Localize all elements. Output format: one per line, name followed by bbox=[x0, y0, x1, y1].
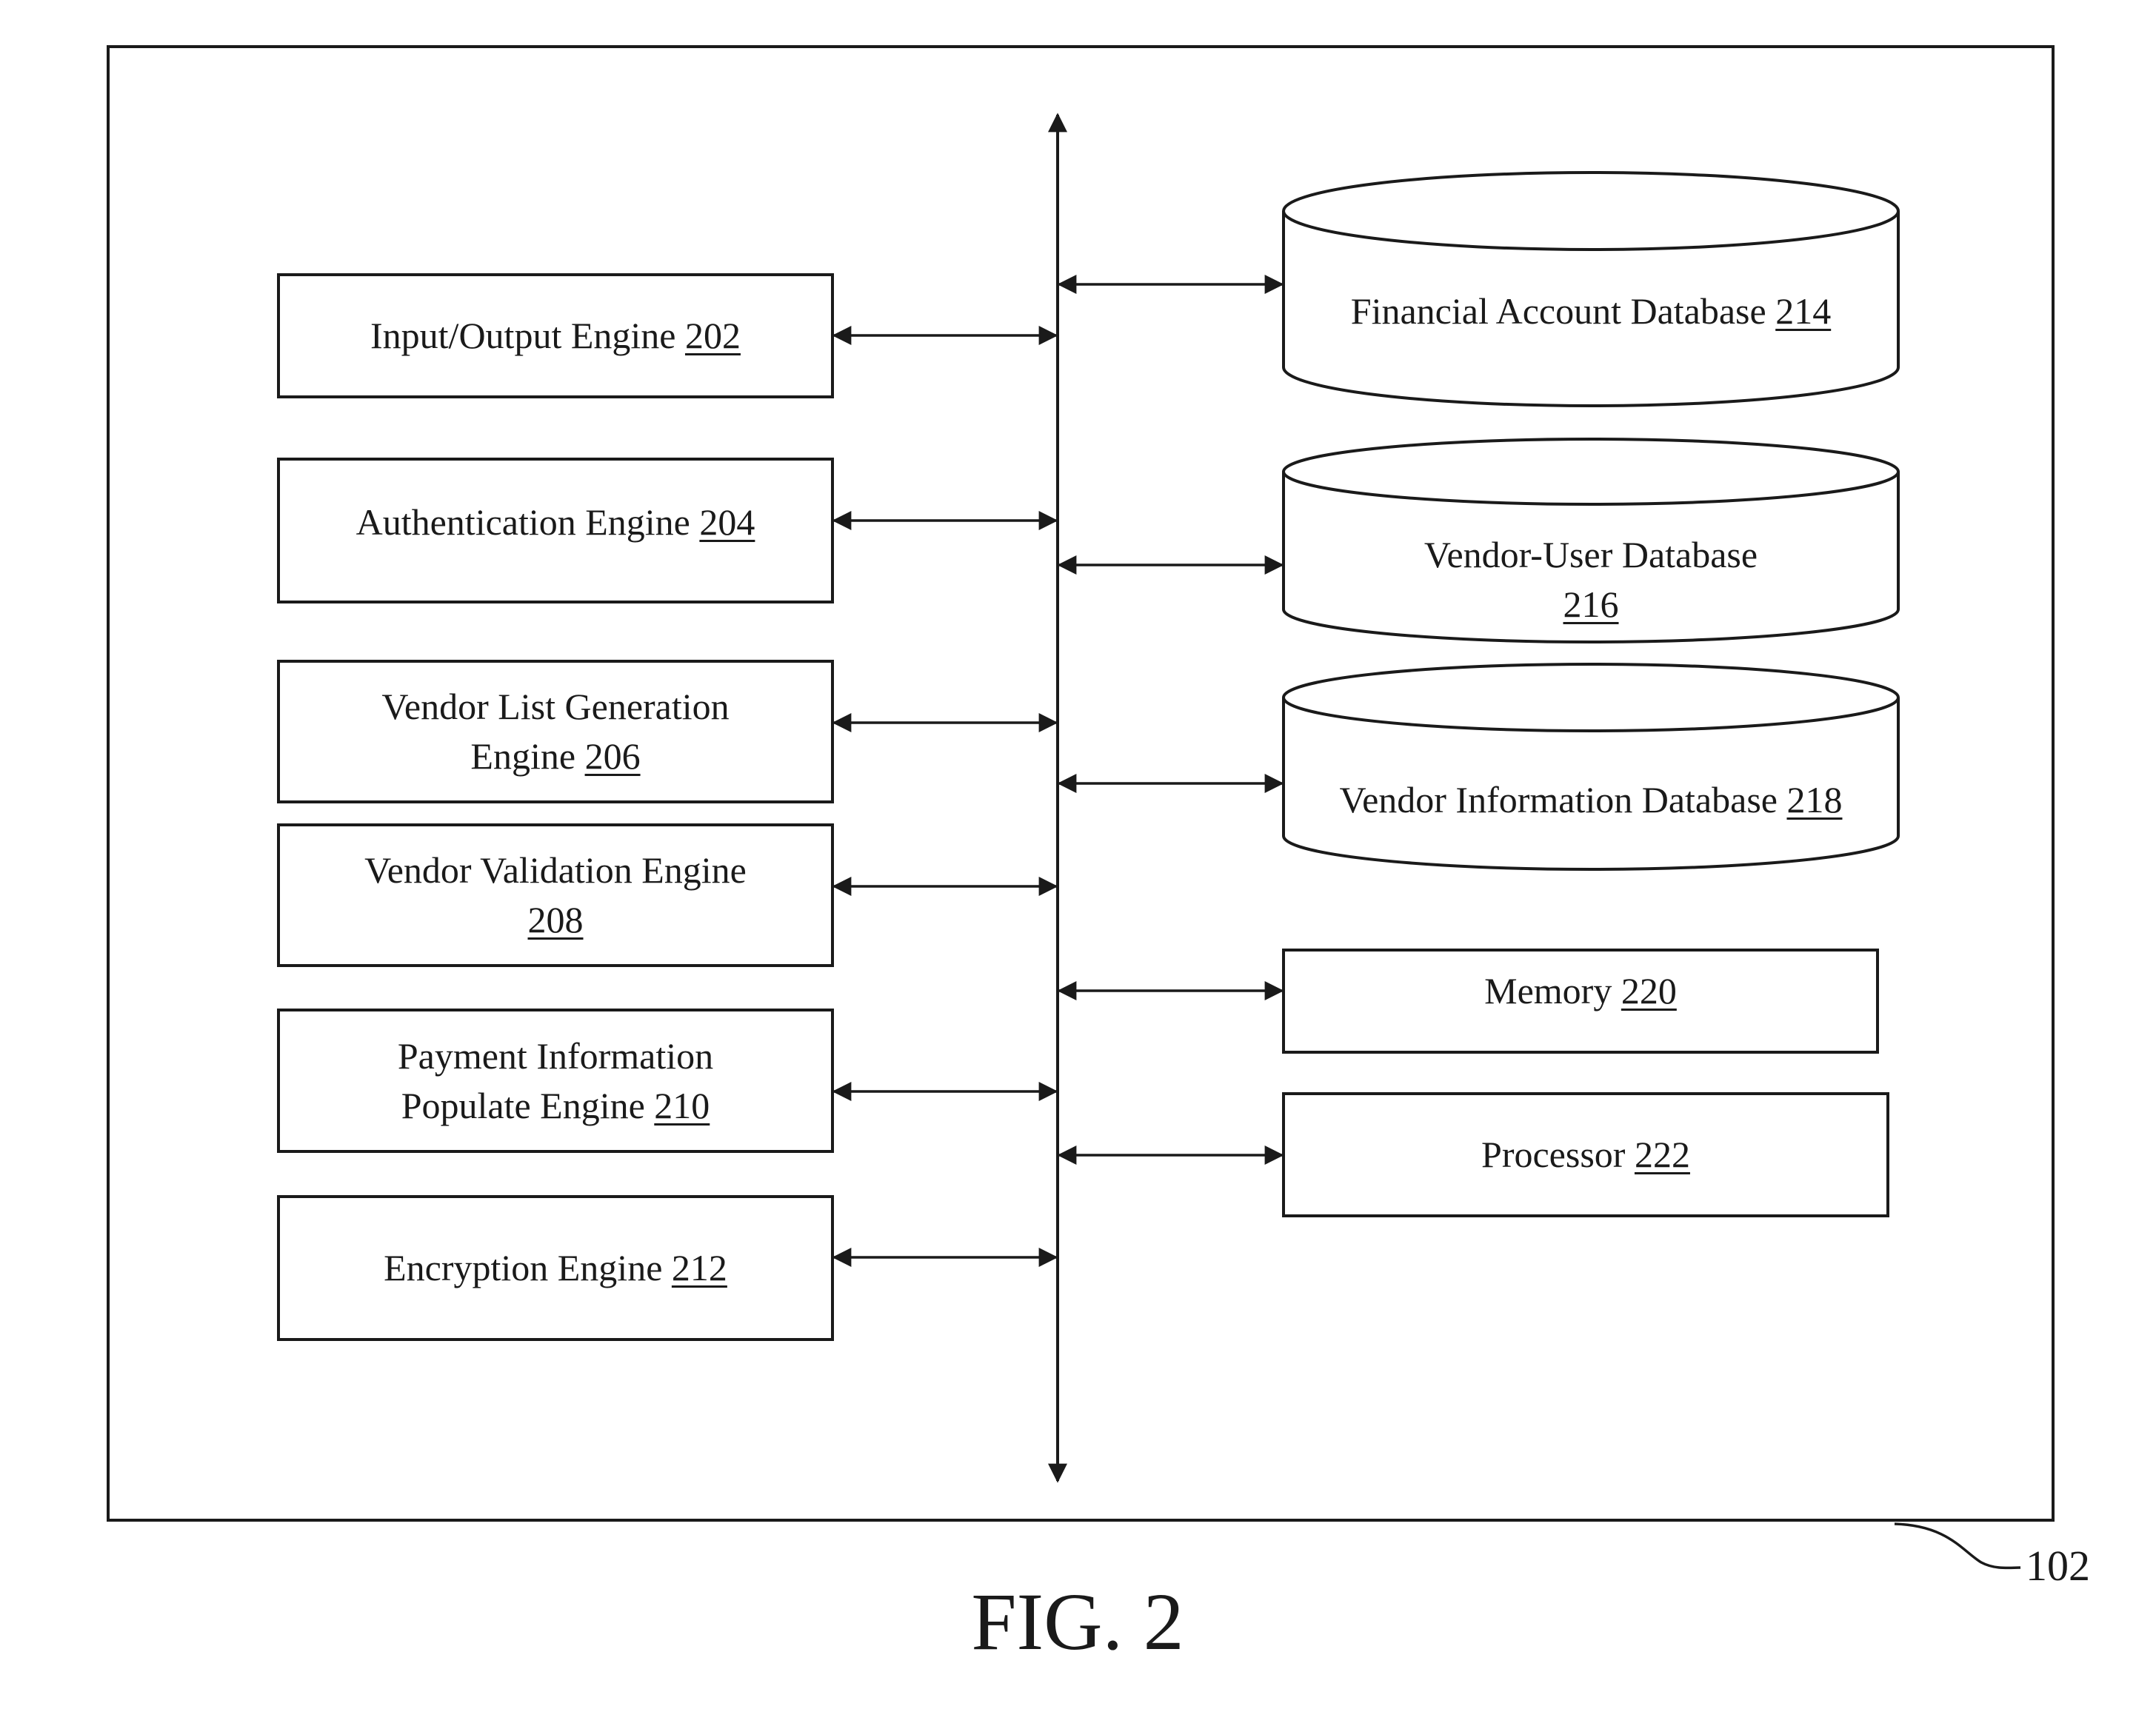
reference-leader bbox=[1895, 1524, 2020, 1568]
processor-label-222: Processor 222 bbox=[1284, 1094, 1888, 1216]
memory-label-220: Memory 220 bbox=[1284, 950, 1878, 1031]
engine-label-204: Authentication Engine 204 bbox=[278, 459, 832, 585]
engine-label-206: Vendor List Generation Engine 206 bbox=[278, 661, 832, 802]
engine-label-210: Payment Information Populate Engine 210 bbox=[278, 1010, 832, 1151]
database-label-218: Vendor Information Database 218 bbox=[1284, 763, 1898, 837]
reference-numeral: 102 bbox=[2026, 1540, 2122, 1592]
figure-caption: FIG. 2 bbox=[855, 1577, 1300, 1666]
database-label-216: Vendor-User Database 216 bbox=[1284, 529, 1898, 629]
engine-label-212: Encryption Engine 212 bbox=[278, 1197, 832, 1340]
database-label-214: Financial Account Database 214 bbox=[1284, 274, 1898, 348]
engine-label-208: Vendor Validation Engine 208 bbox=[278, 825, 832, 966]
engine-label-202: Input/Output Engine 202 bbox=[278, 275, 832, 397]
